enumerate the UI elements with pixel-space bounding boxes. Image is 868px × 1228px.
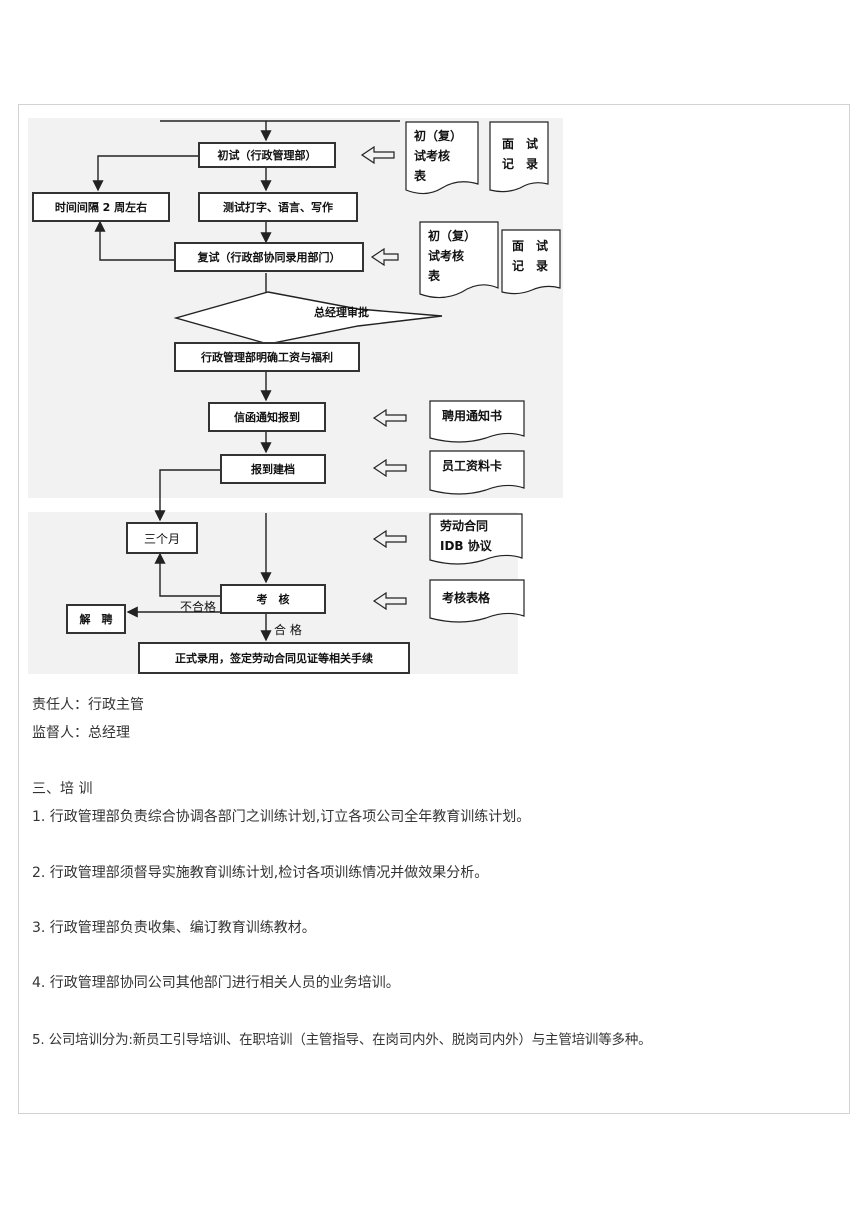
test-skills-box: 测试打字、语言、写作 xyxy=(198,192,358,222)
doc-shape-8 xyxy=(429,579,525,623)
pass-label: 合 格 xyxy=(274,623,302,637)
assessment-box: 考 核 xyxy=(220,584,326,614)
recruitment-flowchart: 初试（行政管理部） 时间间隔 2 周左右 测试打字、语言、写作 复试（行政部协同… xyxy=(28,118,568,678)
page-frame xyxy=(18,104,850,1114)
doc-employee-card: 员工资料卡 xyxy=(442,459,503,473)
flowchart-connectors xyxy=(92,120,561,642)
doc-interview-record-2: 面 试 记 录 xyxy=(512,239,549,273)
supervisor-person: 监督人：总经理 xyxy=(32,725,130,741)
doc-labor-contract: 劳动合同 IDB 协议 xyxy=(440,519,492,553)
doc-shape-4 xyxy=(501,229,561,295)
doc-shape-7 xyxy=(429,513,523,565)
doc-shape-6 xyxy=(429,450,525,495)
training-item-4: 4. 行政管理部协同公司其他部门进行相关人员的业务培训。 xyxy=(32,975,400,991)
training-heading: 三、培 训 xyxy=(32,781,93,797)
formal-hire-box: 正式录用，签定劳动合同见证等相关手续 xyxy=(138,642,410,674)
doc-shape-2 xyxy=(489,121,549,193)
doc-offer-letter: 聘用通知书 xyxy=(442,409,503,423)
offer-notice-box: 信函通知报到 xyxy=(208,402,326,432)
doc-eval-form-1: 初（复） 试考核 表 xyxy=(414,129,463,183)
doc-assessment-form: 考核表格 xyxy=(442,591,491,605)
approval-diamond xyxy=(173,291,443,345)
gm-approval-label: 总经理审批 xyxy=(314,306,369,319)
salary-benefits-box: 行政管理部明确工资与福利 xyxy=(174,342,360,372)
interval-box: 时间间隔 2 周左右 xyxy=(32,192,170,222)
training-item-2: 2. 行政管理部须督导实施教育训练计划,检讨各项训练情况并做效果分析。 xyxy=(32,865,489,881)
training-item-3: 3. 行政管理部负责收集、编订教育训练教材。 xyxy=(32,920,316,936)
responsible-person: 责任人：行政主管 xyxy=(32,697,144,713)
doc-shape-3 xyxy=(419,221,499,299)
training-item-1: 1. 行政管理部负责综合协调各部门之训练计划,订立各项公司全年教育训练计划。 xyxy=(32,809,531,825)
doc-eval-form-2: 初（复） 试考核 表 xyxy=(428,229,477,283)
doc-interview-record-1: 面 试 记 录 xyxy=(502,137,539,171)
onboarding-box: 报到建档 xyxy=(220,454,326,484)
dismiss-box: 解 聘 xyxy=(66,604,126,634)
training-item-5: 5. 公司培训分为:新员工引导培训、在职培训（主管指导、在岗司内外、脱岗司内外）… xyxy=(32,1032,652,1048)
doc-shape-5 xyxy=(429,400,525,443)
initial-interview-box: 初试（行政管理部） xyxy=(198,142,336,168)
doc-shape-1 xyxy=(405,121,479,195)
second-interview-box: 复试（行政部协同录用部门） xyxy=(174,242,364,272)
three-months-box: 三个月 xyxy=(126,522,198,554)
fail-label: 不合格 xyxy=(180,600,217,614)
